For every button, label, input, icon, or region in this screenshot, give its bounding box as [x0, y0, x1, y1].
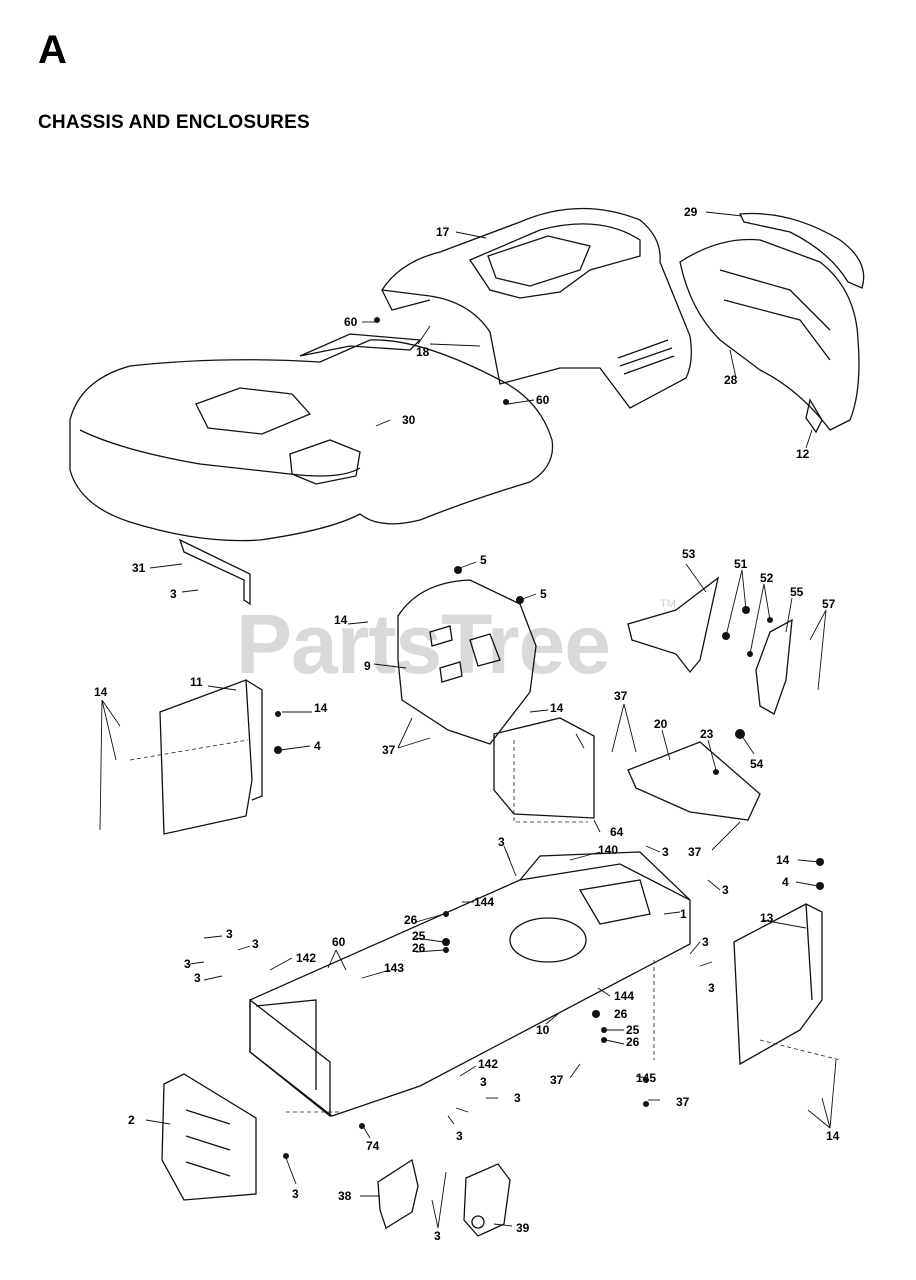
leader-lines: [99, 211, 841, 1229]
callout-3: 3: [194, 971, 201, 985]
callout-4: 4: [782, 875, 789, 889]
callout-28: 28: [724, 373, 738, 387]
callout-13: 13: [760, 911, 774, 925]
callout-3: 3: [514, 1091, 521, 1105]
page-title: CHASSIS AND ENCLOSURES: [38, 112, 310, 133]
callout-3: 3: [434, 1229, 441, 1243]
callout-5: 5: [480, 553, 487, 567]
callout-57: 57: [822, 597, 836, 611]
callout-37: 37: [614, 689, 628, 703]
callout-1: 1: [680, 907, 687, 921]
callout-12: 12: [796, 447, 810, 461]
panel-part: [493, 717, 595, 819]
callout-3: 3: [252, 937, 259, 951]
callout-3: 3: [702, 935, 709, 949]
callout-14: 14: [776, 853, 790, 867]
callout-25: 25: [626, 1023, 640, 1037]
callout-14: 14: [94, 685, 108, 699]
callout-3: 3: [722, 883, 729, 897]
callout-52: 52: [760, 571, 774, 585]
callout-60: 60: [344, 315, 358, 329]
callout-23: 23: [700, 727, 714, 741]
callout-37: 37: [550, 1073, 564, 1087]
callout-3: 3: [498, 835, 505, 849]
dash-panel-part: [397, 579, 537, 745]
callout-38: 38: [338, 1189, 352, 1203]
callout-3: 3: [292, 1187, 299, 1201]
callout-18: 18: [416, 345, 430, 359]
callout-55: 55: [790, 585, 804, 599]
section-letter: A: [38, 28, 67, 72]
callout-142: 142: [478, 1057, 499, 1071]
plate-part: [627, 741, 761, 821]
nose-part: [679, 238, 860, 434]
callout-29: 29: [684, 205, 698, 219]
callout-54: 54: [750, 757, 764, 771]
callout-9: 9: [364, 659, 371, 673]
callout-11: 11: [190, 675, 203, 689]
callout-3: 3: [456, 1129, 463, 1143]
callout-14: 14: [550, 701, 564, 715]
callout-26: 26: [626, 1035, 640, 1049]
callout-4: 4: [314, 739, 321, 753]
callout-37: 37: [688, 845, 702, 859]
callout-26: 26: [412, 941, 426, 955]
callout-25: 25: [412, 929, 426, 943]
callout-145: 145: [636, 1071, 657, 1085]
watermark: PartsTree: [236, 597, 611, 691]
callout-26: 26: [404, 913, 418, 927]
side-plate-left-part: [159, 679, 263, 835]
hood-part: [380, 207, 692, 409]
callout-30: 30: [402, 413, 416, 427]
callout-51: 51: [734, 557, 748, 571]
bracket-39-part: [463, 1163, 511, 1237]
callout-3: 3: [662, 845, 669, 859]
bracket-side-part: [755, 618, 793, 715]
bracket-right-part: [627, 576, 720, 674]
callout-14: 14: [334, 613, 348, 627]
bracket-part: [178, 538, 251, 606]
callout-144: 144: [474, 895, 495, 909]
callout-14: 14: [314, 701, 328, 715]
callout-140: 140: [598, 843, 619, 857]
side-plate-right-part: [733, 903, 823, 1066]
callout-3: 3: [170, 587, 177, 601]
callout-144: 144: [614, 989, 635, 1003]
callout-17: 17: [436, 225, 450, 239]
callout-14: 14: [826, 1129, 840, 1143]
callout-10: 10: [536, 1023, 550, 1037]
callout-37: 37: [382, 743, 396, 757]
callout-20: 20: [654, 717, 668, 731]
callout-37: 37: [676, 1095, 690, 1109]
callout-3: 3: [480, 1075, 487, 1089]
callout-5: 5: [540, 587, 547, 601]
watermark-trademark: TM: [660, 598, 676, 610]
fasteners: [274, 317, 824, 1159]
callout-3: 3: [184, 957, 191, 971]
callout-143: 143: [384, 961, 405, 975]
callout-2: 2: [128, 1113, 135, 1127]
callout-142: 142: [296, 951, 317, 965]
callout-3: 3: [708, 981, 715, 995]
callout-60: 60: [332, 935, 346, 949]
callout-60: 60: [536, 393, 550, 407]
callout-53: 53: [682, 547, 696, 561]
front-plate-part: [161, 1073, 257, 1201]
bracket-38-part: [377, 1158, 419, 1229]
callout-39: 39: [516, 1221, 530, 1235]
callout-31: 31: [132, 561, 146, 575]
main-frame-part: [249, 851, 691, 1118]
grille-part: [738, 212, 865, 289]
callout-74: 74: [366, 1139, 380, 1153]
callout-64: 64: [610, 825, 624, 839]
callout-26: 26: [614, 1007, 628, 1021]
callout-3: 3: [226, 927, 233, 941]
fender-part: [69, 333, 554, 542]
